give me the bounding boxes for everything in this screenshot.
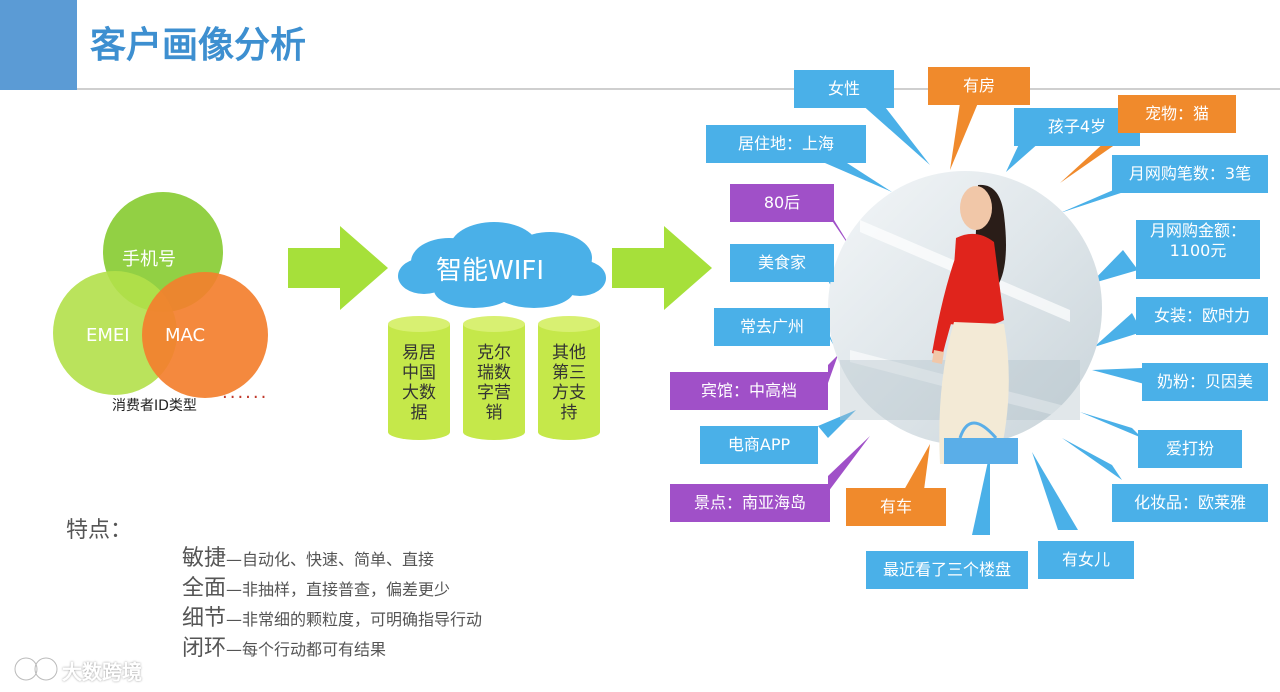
tag-hotel: 宾馆：中高档 [670,372,828,410]
feature-item: 全面—非抽样，直接普查，偏差更少 [182,570,450,602]
feature-item: 细节—非常细的颗粒度，可明确指导行动 [182,600,482,632]
tag-pet: 宠物：猫 [1118,95,1236,133]
title-accent-block [0,0,77,90]
feature-desc: —非抽样，直接普查，偏差更少 [226,580,450,599]
tag-womenswear: 女装：欧时力 [1136,297,1268,335]
feature-item: 敏捷—自动化、快速、简单、直接 [182,540,434,572]
tag-car: 有车 [846,488,946,526]
page-title: 客户画像分析 [90,16,306,68]
tag-likes-dressing-up: 爱打扮 [1138,430,1242,468]
tag-milk-powder: 奶粉：贝因美 [1142,363,1268,401]
feature-term: 全面 [182,576,226,601]
tag-residence: 居住地：上海 [706,125,866,163]
tag-gender: 女性 [794,70,894,108]
tag-viewed-properties: 最近看了三个楼盘 [866,551,1028,589]
tag-ecommerce-app: 电商APP [700,426,818,464]
venn-label-phone: 手机号 [122,245,176,271]
tag-house: 有房 [928,67,1030,105]
venn-label-mac: MAC [165,325,205,346]
tag-cosmetics: 化妆品：欧莱雅 [1112,484,1268,522]
cylinder-label-1: 易居中国大数据 [390,343,448,423]
venn-ellipsis: ...... [222,382,268,403]
feature-desc: —非常细的颗粒度，可明确指导行动 [226,610,482,629]
tag-monthly-orders: 月网购笔数：3笔 [1112,155,1268,193]
venn-caption: 消费者ID类型 [112,395,197,415]
tag-daughter: 有女儿 [1038,541,1134,579]
tag-monthly-spend: 月网购金额：1100元 [1136,220,1260,279]
cylinder-label-2: 克尔瑞数字营销 [465,343,523,423]
venn-diagram [40,190,280,400]
feature-desc: —自动化、快速、简单、直接 [226,550,434,569]
watermark-text: 大数跨境 [62,656,142,685]
feature-term: 细节 [182,606,226,631]
tag-age-group: 80后 [730,184,834,222]
feature-term: 敏捷 [182,546,226,571]
arrow-right-icon [288,226,388,310]
tag-travel-spot: 景点：南亚海岛 [670,484,830,522]
cloud-label: 智能WIFI [436,250,544,287]
tag-frequent-city: 常去广州 [714,308,830,346]
tag-foodie: 美食家 [730,244,834,282]
feature-desc: —每个行动都可有结果 [226,640,386,659]
venn-label-emei: EMEI [86,325,130,346]
cylinder-label-3: 其他第三方支持 [540,343,598,423]
features-heading: 特点： [66,512,132,544]
feature-item: 闭环—每个行动都可有结果 [182,630,386,662]
feature-term: 闭环 [182,636,226,661]
